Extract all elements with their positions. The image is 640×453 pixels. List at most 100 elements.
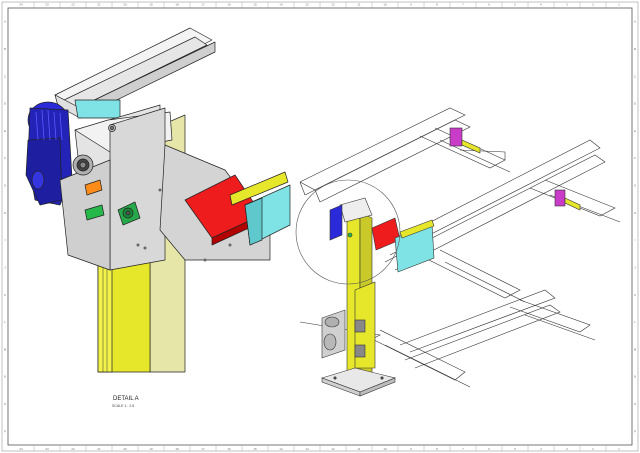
border-zone-number: 17: [201, 3, 205, 7]
detail-conveyor-cyan-right: [244, 184, 291, 246]
border-zone-letter: K: [634, 293, 636, 297]
assembly-lower-motor: [321, 309, 366, 359]
border-zone-number: 11: [357, 3, 360, 7]
border-zone-number: 13: [305, 447, 309, 451]
border-zone-number: 15: [253, 447, 257, 451]
border-zone-letter: F: [634, 156, 636, 160]
border-zone-letter: I: [5, 238, 6, 242]
border-zone-letter: A: [4, 20, 6, 24]
border-zone-letter: F: [4, 156, 6, 160]
border-zone-number: 20: [123, 3, 127, 7]
upper-conveyor-frame: [299, 107, 511, 203]
border-zone-number: 7: [462, 3, 464, 7]
border-zone-letter: A: [634, 20, 636, 24]
border-zone-letter: G: [4, 184, 7, 188]
border-zone-letter: N: [4, 375, 6, 379]
border-zone-letter: J: [634, 265, 636, 269]
border-zone-number: 23: [45, 447, 49, 451]
border-zone-number: 18: [175, 447, 179, 451]
border-zone-number: 12: [331, 3, 335, 7]
border-zone-letter: C: [634, 74, 637, 78]
border-zone-letter: E: [4, 129, 6, 133]
border-zone-letter: N: [634, 375, 636, 379]
border-zone-letter: I: [635, 238, 636, 242]
assembly-carriage: [329, 197, 435, 273]
border-zone-number: 23: [45, 3, 49, 7]
border-zone-number: 2: [592, 447, 594, 451]
border-zone-number: 24: [19, 3, 23, 7]
border-zone-number: 22: [71, 447, 75, 451]
border-zone-number: 22: [71, 3, 75, 7]
detail-sprocket: [72, 154, 94, 176]
detail-bearing: [117, 201, 141, 226]
border-zone-letter: M: [4, 347, 7, 351]
border-zone-number: 18: [175, 3, 179, 7]
detail-bolt-holes: [136, 188, 232, 262]
border-zone-number: 9: [410, 447, 412, 451]
border-zone-number: 11: [357, 447, 360, 451]
border-zone-letter: D: [4, 102, 7, 106]
border-zone-number: 21: [97, 3, 101, 7]
border-zone-number: 2: [592, 3, 594, 7]
border-zone-number: 13: [305, 3, 309, 7]
border-zone-number: 1: [618, 447, 620, 451]
detail-orange-shaft: [84, 179, 103, 196]
border-zone-letter: C: [4, 74, 7, 78]
border-zone-number: 8: [436, 447, 438, 451]
assembly-base-plate: [321, 367, 396, 397]
border-zone-number: 17: [201, 447, 205, 451]
border-zone-letter: G: [634, 184, 637, 188]
border-zone-letter: K: [4, 293, 6, 297]
border-zone-letter: M: [634, 347, 637, 351]
border-zone-number: 16: [227, 447, 231, 451]
border-zone-number: 5: [514, 3, 516, 7]
border-zone-letter: J: [4, 265, 6, 269]
border-zone-letter: L: [634, 320, 636, 324]
border-zone-letter: B: [4, 47, 6, 51]
detail-yellow-rail: [229, 171, 289, 206]
border-zone-letter: E: [634, 129, 636, 133]
border-zone-number: 15: [253, 3, 257, 7]
border-zone-letter: P: [4, 429, 6, 433]
border-zone-number: 12: [331, 447, 335, 451]
border-zone-letter: P: [634, 429, 636, 433]
border-zone-number: 24: [19, 447, 23, 451]
border-zone-number: 3: [566, 3, 568, 7]
assembly-column: [346, 211, 376, 379]
detail-view-a: [25, 27, 291, 373]
border-zone-number: 16: [227, 3, 231, 7]
assembly-view: [295, 107, 621, 397]
detail-housing: [59, 104, 173, 271]
border-zone-letter: L: [4, 320, 6, 324]
border-zone-number: 10: [383, 447, 387, 451]
border-zone-number: 8: [436, 3, 438, 7]
border-zone-letter: H: [634, 211, 636, 215]
detail-conveyor-cyan-back: [74, 99, 121, 119]
detail-label: DETAIL A: [113, 396, 139, 402]
border-zone-number: 9: [410, 3, 412, 7]
detail-conveyor-beam: [54, 27, 216, 119]
border-zone-letter: H: [4, 211, 6, 215]
border-zone-number: 19: [149, 447, 153, 451]
border-zone-number: 6: [488, 3, 490, 7]
border-zone-number: 7: [462, 447, 464, 451]
detail-scale: SCALE 1 : 2.5: [112, 404, 135, 408]
border-zone-number: 4: [540, 3, 542, 7]
border-zone-number: 14: [279, 3, 283, 7]
border-zone-number: 6: [488, 447, 490, 451]
border-zone-letter: D: [634, 102, 637, 106]
border-zone-number: 1: [618, 3, 620, 7]
border-zone-number: 14: [279, 447, 283, 451]
border-zone-letter: O: [634, 402, 637, 406]
border-zone-markers: 2424232322222121202019191818171716161515…: [4, 2, 637, 451]
border-zone-number: 3: [566, 447, 568, 451]
border-zone-number: 20: [123, 447, 127, 451]
border-zone-number: 4: [540, 447, 542, 451]
border-zone-number: 10: [383, 3, 387, 7]
border-zone-number: 21: [97, 447, 101, 451]
border-zone-letter: O: [4, 402, 7, 406]
border-zone-number: 19: [149, 3, 153, 7]
border-zone-letter: B: [634, 47, 636, 51]
border-zone-number: 5: [514, 447, 516, 451]
